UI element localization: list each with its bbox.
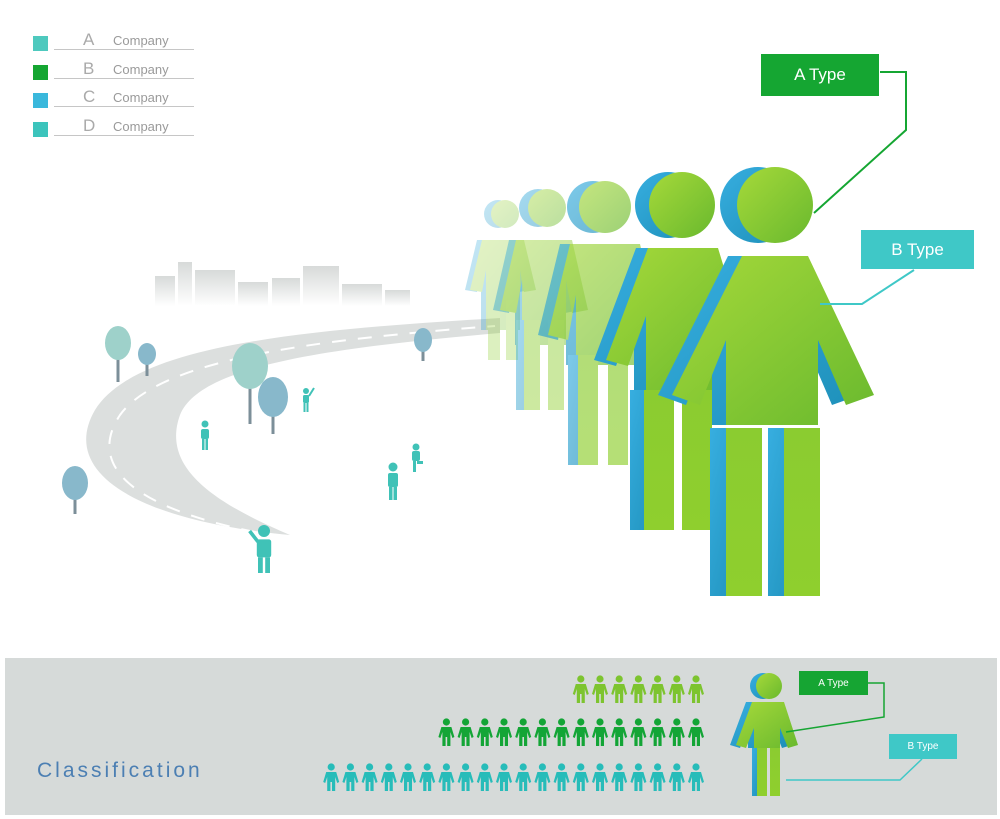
pictogram-person-icon (668, 675, 685, 703)
pictogram-person-icon (592, 718, 608, 746)
pictogram-person-icon (572, 763, 589, 791)
pictogram-person-icon (572, 675, 589, 703)
connector-line (820, 269, 915, 305)
pictogram-person-icon (611, 675, 628, 703)
pictogram-person-icon (476, 718, 493, 746)
legend-swatch (33, 93, 48, 108)
legend: A Company B Company C Company D Company (33, 28, 203, 142)
figure-3d-front (658, 167, 874, 596)
legend-item-b: B Company (33, 57, 203, 86)
pictogram-person-icon (630, 718, 647, 746)
pictogram-person-icon (534, 763, 551, 791)
classification-title: Classification (37, 759, 203, 782)
pictogram-person-icon (688, 718, 704, 746)
legend-divider (54, 77, 194, 79)
pictogram-person-icon (534, 718, 551, 746)
pictogram-person-icon (400, 763, 416, 791)
mini-3d-figure (730, 673, 798, 796)
person-icon (201, 420, 209, 450)
pictogram-person-icon (668, 718, 685, 746)
pictogram-person-icon (688, 675, 704, 703)
b-type-label: B Type (861, 230, 974, 269)
figure-3d-back-1 (594, 172, 752, 530)
pictogram-person-icon (457, 718, 474, 746)
pictogram-person-icon (592, 675, 608, 703)
pictogram-person-icon (553, 718, 570, 746)
pictogram-person-icon (342, 763, 359, 791)
pictogram-person-icon (611, 763, 628, 791)
connector-line (785, 682, 885, 733)
legend-label: Company (113, 118, 169, 134)
pictogram-person-icon (630, 763, 647, 791)
person-icon (412, 443, 423, 472)
pictogram-person-icon (438, 718, 455, 746)
tree (105, 326, 131, 382)
legend-letter: C (83, 87, 96, 106)
pictogram-person-icon (611, 718, 628, 746)
tree (138, 343, 156, 376)
pictogram-person-icon (592, 763, 608, 791)
city-skyline (155, 262, 410, 306)
pictogram-person-icon (630, 675, 647, 703)
pictogram-person-icon (457, 763, 474, 791)
pictogram-person-icon (361, 763, 378, 791)
pictogram-person-icon (419, 763, 436, 791)
legend-letter: B (83, 58, 95, 78)
pictogram-person-icon (668, 763, 685, 791)
legend-label: Company (113, 61, 169, 77)
pictogram-person-icon (649, 718, 666, 746)
road-lane-markings (108, 325, 496, 533)
pictogram-person-icon (496, 763, 512, 791)
person-icon (248, 525, 272, 573)
legend-letter: A (83, 30, 95, 49)
legend-label: Company (113, 90, 169, 105)
legend-swatch (33, 36, 48, 51)
legend-swatch (33, 64, 48, 80)
pictogram-person-icon (553, 763, 570, 791)
pictogram-person-icon (496, 718, 512, 746)
pictogram-person-icon (476, 763, 493, 791)
legend-item-d: D Company (33, 114, 203, 143)
person-icon (303, 387, 315, 412)
connector-line (813, 71, 907, 214)
pictogram-person-icon (323, 763, 340, 791)
legend-item-c: C Company (33, 85, 203, 114)
pictogram-person-icon (688, 763, 704, 791)
legend-item-a: A Company (33, 28, 203, 57)
pictogram-person-icon (380, 763, 397, 791)
pictogram-person-icon (438, 763, 455, 791)
pictogram-person-icon (572, 718, 589, 746)
tree (232, 343, 268, 424)
pictogram-person-icon (515, 718, 532, 746)
pictogram-person-icon (649, 675, 666, 703)
legend-swatch (33, 121, 48, 137)
tree (414, 328, 432, 361)
pictogram-person-icon (649, 763, 666, 791)
legend-divider (54, 106, 194, 107)
legend-divider (54, 49, 194, 50)
connector-line (786, 758, 923, 781)
mini-b-type-label: B Type (889, 734, 957, 759)
tree (258, 377, 288, 434)
person-icon (388, 462, 398, 500)
tree (62, 466, 88, 514)
a-type-label: A Type (761, 54, 879, 96)
legend-letter: D (83, 115, 96, 135)
legend-divider (54, 134, 194, 136)
mini-a-type-label: A Type (799, 671, 868, 695)
legend-label: Company (113, 33, 169, 48)
pictogram-person-icon (515, 763, 532, 791)
